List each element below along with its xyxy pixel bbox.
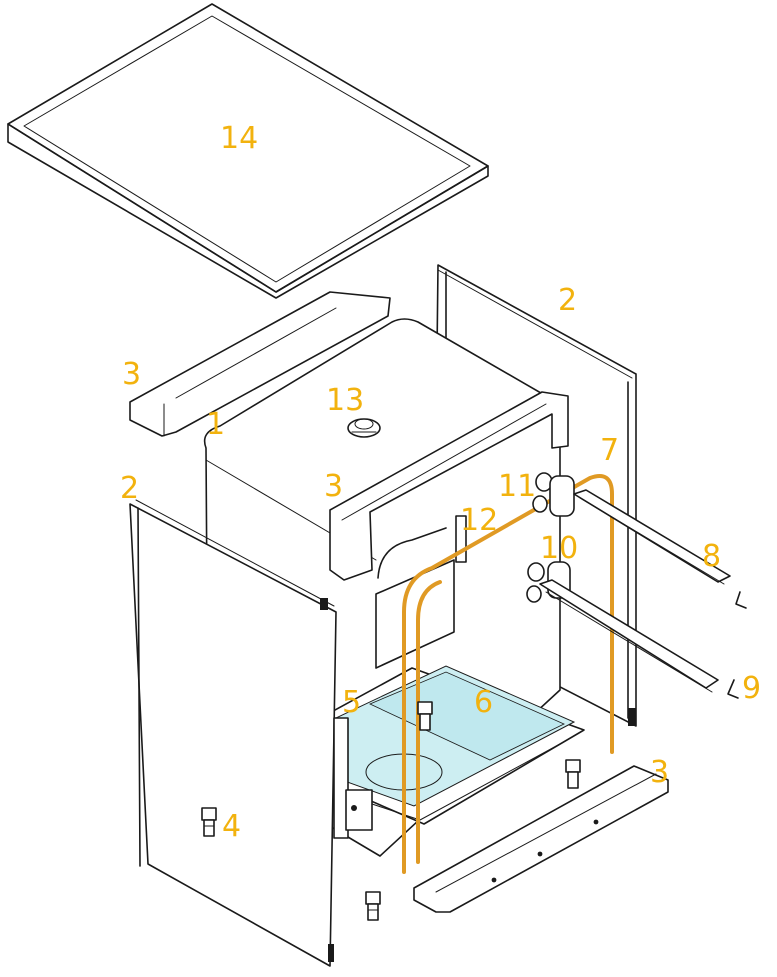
door-hinge: [333, 717, 373, 839]
callout-13: 13: [326, 383, 364, 418]
spray-hub: [347, 418, 381, 438]
feet: [201, 701, 581, 921]
upper-rail: [573, 489, 747, 609]
callout-6: 6: [474, 685, 493, 720]
callout-labels: 14 2 3 13 1 2 3 7 11 12 10 8 5 6 9 3 4: [120, 121, 761, 844]
callout-2-right: 2: [558, 283, 577, 318]
callout-1: 1: [206, 407, 225, 442]
inlet-fittings: [526, 472, 575, 603]
callout-7: 7: [600, 433, 619, 468]
callout-9: 9: [742, 671, 761, 706]
callout-8: 8: [702, 539, 721, 574]
callout-3-base: 3: [650, 755, 669, 790]
callout-10: 10: [540, 531, 578, 566]
callout-4: 4: [222, 809, 241, 844]
top-cover: [7, 3, 489, 299]
callout-11: 11: [498, 469, 536, 504]
lower-rail: [539, 579, 739, 699]
callout-3-frame: 3: [324, 469, 343, 504]
front-frame-bracket: [329, 391, 569, 581]
callout-2-left: 2: [120, 471, 139, 506]
callout-14: 14: [220, 121, 258, 156]
top-left-bracket: [129, 291, 391, 437]
callout-12: 12: [460, 503, 498, 538]
door-gasket: [402, 474, 614, 874]
left-side-panel: [129, 499, 337, 967]
callout-5: 5: [342, 685, 361, 720]
callout-3-top: 3: [122, 357, 141, 392]
base-rail: [413, 765, 669, 913]
